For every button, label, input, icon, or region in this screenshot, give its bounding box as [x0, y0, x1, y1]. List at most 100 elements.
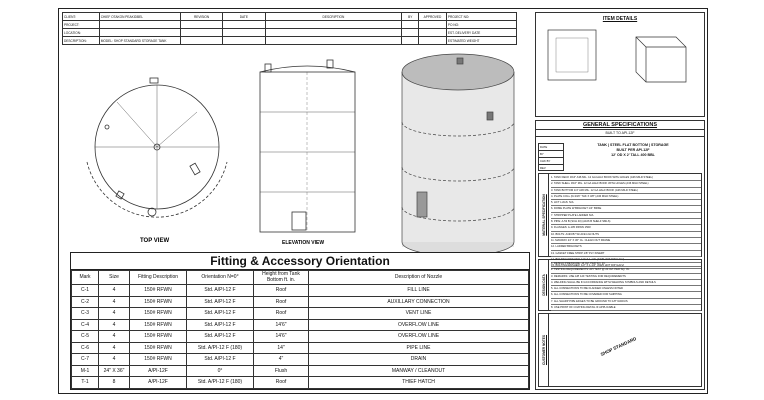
top-view-label: TOP VIEW	[140, 238, 169, 244]
table-cell: THIEF HATCH	[308, 376, 529, 389]
note-item: 5. LIFT LUGS: N/A	[551, 200, 701, 207]
tb-right-label: ESTIMATED WEIGHT	[445, 36, 518, 45]
note-item: 8. USE PRINT OF COATING DETAIL IF APPLIC…	[551, 305, 701, 312]
table-cell: PIPE LINE	[308, 341, 529, 354]
general-specifications-panel: GENERAL SPECIFICATIONS BUILT TO API-12F …	[535, 120, 705, 390]
tb-value: CHIEF OTAKON PEAKIDBEL	[98, 12, 181, 21]
table-cell: Std. A/PI-12 F	[186, 307, 254, 320]
table-cell: VENT LINE	[308, 307, 529, 320]
item-details-drawing	[547, 29, 687, 83]
tank-heading-line: BUILT PER API-12F	[616, 148, 650, 152]
material-specification-label: MATERIAL SPECIFICATION	[541, 194, 546, 236]
table-cell: 4	[98, 295, 130, 308]
note-item: 13. GASKET FREE STRIP 1/8" PLY INSERT	[551, 251, 701, 257]
tb-label: DESCRIPTION:	[62, 36, 100, 45]
table-cell: A/PI-12F	[129, 364, 187, 377]
table-cell: OVERFLOW LINE	[308, 330, 529, 343]
table-cell: Std. A/PI-12 F (180)	[186, 376, 254, 389]
table-cell: Std. A/PI-12 F	[186, 330, 254, 343]
note-item: 1. TANK DECK 3/16" A36 MIL. 12 GA HALF B…	[551, 175, 701, 182]
note-item: 3. REMARKS: USE API 12F TESTING FOR REQU…	[551, 274, 701, 280]
note-item: 11. MANWAY 24" X 36" CL. CLEAN OUT FRAME	[551, 238, 701, 245]
general-specifications-subtitle: BUILT TO API-12F	[536, 130, 704, 137]
table-cell: 14'6"	[253, 330, 309, 343]
table-cell: OVERFLOW LINE	[308, 318, 529, 331]
table-cell: Std. A/PI-12 F	[186, 353, 254, 366]
material-specification-notes: MATERIAL SPECIFICATION 1. TANK DECK 3/16…	[538, 173, 702, 270]
table-cell: 4	[98, 341, 130, 354]
table-cell: A/PI-12F	[129, 376, 187, 389]
tb-label: CLIENT:	[62, 12, 100, 21]
tank-heading: TANK | STEEL FLAT BOTTOM | STORAGE BUILT…	[564, 143, 702, 158]
fitting-table: Mark Size Fitting Description Orientatio…	[71, 270, 529, 389]
tank-heading-line: 12' OD X 2' TALL 400 BBL	[611, 153, 655, 157]
note-item: 15. BOLTING/WASHER: 1/2" X 1-1/4" (A325 …	[551, 263, 701, 270]
table-cell: 150# RFWN	[129, 307, 187, 320]
table-cell: 4	[98, 307, 130, 320]
customer-notes: CUSTOMER NOTES SHOP STANDARD	[538, 313, 702, 387]
table-cell: 14'6"	[253, 318, 309, 331]
table-cell: C-4	[71, 318, 99, 331]
table-cell: 4	[98, 353, 130, 366]
table-cell: 150# RFWN	[129, 353, 187, 366]
right-panel: ITEM DETAILS GENERAL SPECIFICATIONS BUIL…	[535, 12, 705, 390]
note-item: 1. DESIGN PRESSURE: 16 OZ. PER SQ. IN.	[551, 261, 701, 268]
col-header: Mark	[71, 270, 99, 285]
col-header: Description of Nozzle	[308, 270, 529, 285]
col-header: Orientation N=0°	[186, 270, 254, 285]
tb-approved-header: APPROVED	[418, 12, 447, 21]
tb-value: MODEL: SHOP STANDARD STORAGE TANK	[98, 36, 181, 45]
note-item: 7. STRIPPER PLATE LADDER N/A	[551, 213, 701, 220]
note-item: 4. PLATE COLL (D-3/16" THK X 3/8" (A36 M…	[551, 194, 701, 201]
tb-right-label: PROJECT NO:	[445, 12, 518, 21]
elevation-view-drawing	[259, 59, 356, 233]
table-cell: C-5	[71, 330, 99, 343]
table-cell: C-2	[71, 295, 99, 308]
table-cell: 14"	[253, 341, 309, 354]
revision-box-row: DATE	[539, 144, 563, 151]
tb-rev-header: REVISION	[179, 12, 224, 21]
table-cell: M-1	[71, 364, 99, 377]
table-cell: 0°	[186, 364, 254, 377]
note-item: 6. DOME PLATE W BRACKET 1/4" BRKE	[551, 206, 701, 213]
top-view-drawing	[86, 77, 228, 218]
table-cell: Roof	[253, 284, 309, 297]
table-cell: C-7	[71, 353, 99, 366]
revision-box: DATE BY CHK BY REV	[538, 143, 564, 171]
note-item: 2. TANK SHELL 3/16" MIL. 12 GA HALF BOOK…	[551, 181, 701, 188]
design-data-notes: DESIGN DATA 1. DESIGN PRESSURE: 16 OZ. P…	[538, 259, 702, 312]
table-cell: Roof	[253, 295, 309, 308]
table-cell: 150# RFWN	[129, 341, 187, 354]
table-cell: C-1	[71, 284, 99, 297]
table-cell: Std. A/PI-12 F	[186, 318, 254, 331]
note-item: 7. ALL SHARP PIPE EDGES TO BE GROUND TO …	[551, 299, 701, 306]
table-cell: 4	[98, 318, 130, 331]
table-cell: Std. A/PI-12 F	[186, 284, 254, 297]
tb-label: LOCATION:	[62, 28, 100, 37]
title-block: CLIENT: CHIEF OTAKON PEAKIDBEL REVISION …	[62, 12, 518, 45]
table-cell: T-1	[71, 376, 99, 389]
table-cell: C-3	[71, 307, 99, 320]
item-details-title: ITEM DETAILS	[602, 16, 638, 22]
table-cell: 150# RFWN	[129, 284, 187, 297]
tb-right-label: EST. DELIVERY DATE	[445, 28, 518, 37]
table-cell: Std. A/PI-12 F (180)	[186, 341, 254, 354]
revision-box-row: BY	[539, 151, 563, 158]
fitting-table-panel: Fitting & Accessory Orientation Mark Siz…	[70, 252, 530, 390]
table-cell: Roof	[253, 376, 309, 389]
table-cell: FILL LINE	[308, 284, 529, 297]
tb-desc-header: DESCRIPTION	[264, 12, 403, 21]
note-item: 8. PIPE: A-53 B (SCH 40) (A106 B SHELF S…	[551, 219, 701, 226]
col-header: Size	[98, 270, 130, 285]
design-data-label: DESIGN DATA	[541, 274, 546, 296]
tank-heading-line: TANK | STEEL FLAT BOTTOM | STORAGE	[597, 143, 669, 147]
tb-date-header: DATE	[222, 12, 266, 21]
table-cell: 24" X 36"	[98, 364, 130, 377]
note-item: 12. LADDER BRACKETS	[551, 244, 701, 251]
shop-standard-stamp: SHOP STANDARD	[599, 336, 638, 357]
